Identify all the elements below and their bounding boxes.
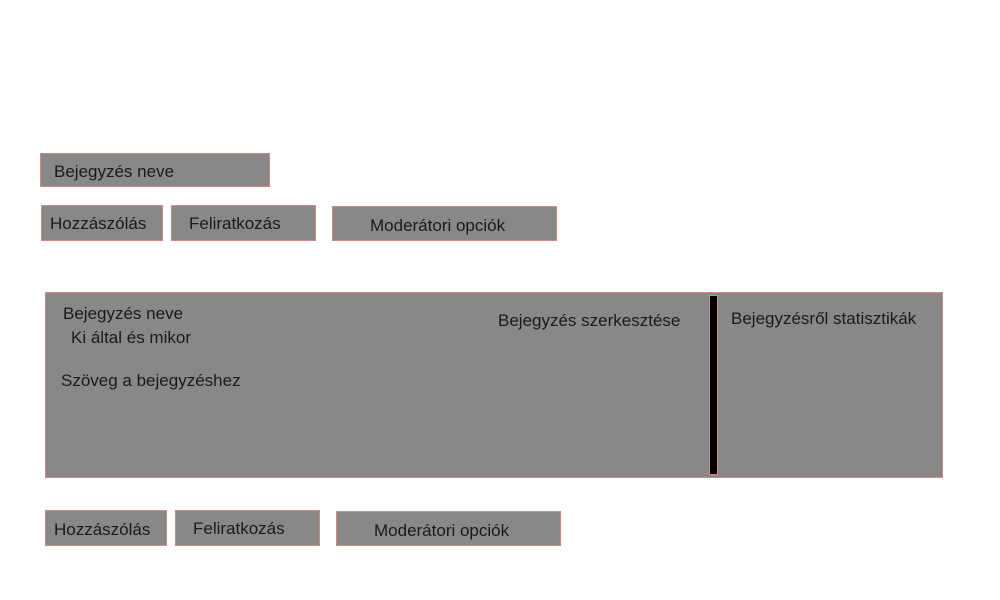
subscribe-button-bottom[interactable]: Feliratkozás <box>175 510 320 546</box>
moderator-options-label: Moderátori opciók <box>370 216 506 235</box>
subscribe-button-top[interactable]: Feliratkozás <box>171 205 316 241</box>
moderator-options-button-top[interactable]: Moderátori opciók <box>332 206 557 241</box>
post-author-and-time: Ki által és mikor <box>71 328 191 347</box>
comment-button-bottom[interactable]: Hozzászólás <box>45 510 167 546</box>
comment-button-label: Hozzászólás <box>50 214 147 233</box>
post-title-bar: Bejegyzés neve <box>40 153 270 187</box>
post-title: Bejegyzés neve <box>63 304 184 323</box>
subscribe-button-label: Feliratkozás <box>193 519 285 538</box>
panel-divider <box>709 295 718 475</box>
edit-post-link[interactable]: Bejegyzés szerkesztése <box>498 311 681 330</box>
post-panel: Bejegyzés neve Ki által és mikor Szöveg … <box>45 292 943 478</box>
post-body-text: Szöveg a bejegyzéshez <box>61 371 241 390</box>
page-title: Bejegyzés neve <box>54 162 175 181</box>
comment-button-label: Hozzászólás <box>54 520 151 539</box>
post-statistics-link[interactable]: Bejegyzésről statisztikák <box>731 309 917 328</box>
comment-button-top[interactable]: Hozzászólás <box>41 205 163 241</box>
subscribe-button-label: Feliratkozás <box>189 214 281 233</box>
moderator-options-button-bottom[interactable]: Moderátori opciók <box>336 511 561 546</box>
moderator-options-label: Moderátori opciók <box>374 521 510 540</box>
